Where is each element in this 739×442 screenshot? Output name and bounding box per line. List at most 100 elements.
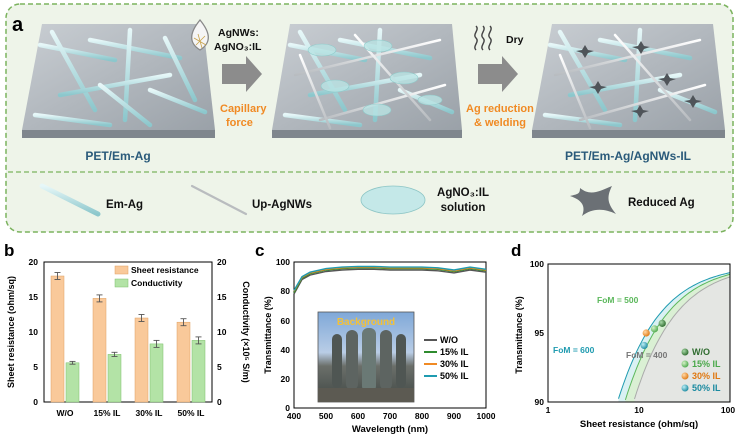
d-legend-0: W/O [692, 347, 710, 357]
b-xtick-2: 30% IL [136, 408, 163, 418]
panel-d-xlabel: Sheet resistance (ohm/sq) [580, 419, 698, 430]
d-legend-swatch-0 [681, 348, 689, 356]
panel-c-xlabel: Wavelength (nm) [352, 424, 428, 435]
d-ytick-2: 100 [530, 259, 544, 269]
panel-d-fom-curves [618, 272, 731, 402]
panel-c: c Transmittance (%) Wavelength (nm) 0 20… [255, 241, 496, 435]
legend-droplet [360, 185, 426, 215]
b-xtick-1: 15% IL [94, 408, 121, 418]
panel-d: d Transmittance (%) Sheet resistance (oh… [511, 241, 735, 430]
panel-d-legend: W/O 15% IL 30% IL 50% IL [681, 347, 721, 393]
panel-b-yticks-right: 0 5 10 15 20 [217, 257, 227, 407]
panel-d-yticks: 90 95 100 [530, 259, 544, 407]
b-ytick-0: 0 [33, 397, 38, 407]
d-legend-1: 15% IL [692, 359, 721, 369]
legend-up-agnws-label: Up-AgNWs [252, 199, 312, 211]
c-xtick-1: 500 [319, 411, 333, 421]
panel-b-ylabel-left: Sheet resistance (ohm/sq) [6, 276, 16, 388]
panel-b-axes [43, 261, 213, 403]
b-xtick-0: W/O [57, 408, 74, 418]
slab-pet-em-ag [22, 24, 215, 138]
c-ytick-0: 0 [285, 403, 290, 413]
panel-d-letter: d [511, 241, 521, 260]
d-ytick-1: 95 [535, 328, 545, 338]
slab-welded [532, 24, 725, 138]
c-ytick-1: 20 [281, 374, 291, 384]
c-ytick-5: 100 [276, 257, 290, 267]
panel-b-bars [50, 272, 206, 403]
b-legend-swatch-sheet [114, 265, 129, 275]
bar-cond-3 [191, 340, 206, 403]
capillary-label-1: Capillary [220, 103, 267, 115]
series-line-3 [293, 265, 487, 291]
d-xtick-0: 1 [546, 405, 551, 415]
panel-d-points [640, 319, 666, 350]
reduced-ag-junctions [576, 41, 702, 118]
bar-cond-2 [149, 343, 164, 403]
panel-a: a [5, 3, 734, 233]
panel-d-axes [547, 263, 731, 403]
legend-em-ag-label: Em-Ag [106, 199, 143, 211]
em-ag-wires [32, 27, 208, 128]
b-legend-cond: Conductivity [131, 278, 183, 288]
arrow-1-icon [222, 56, 262, 92]
bar-sheet-2 [134, 317, 149, 403]
pet-em-ag-agnws-il-label: PET/Em-Ag/AgNWs-IL [565, 149, 691, 163]
fom-curve-400 [634, 276, 731, 400]
legend-agno3-label-2: solution [441, 202, 486, 214]
b-ytick-r-1: 5 [217, 362, 222, 372]
point-0 [658, 319, 666, 327]
panel-c-lines [293, 265, 487, 295]
b-ytick-r-4: 20 [217, 257, 227, 267]
bar-sheet-1 [92, 298, 107, 403]
dry-waves-icon [474, 25, 492, 51]
fom-600-label: FoM = 600 [553, 345, 595, 355]
fom-500-label: FoM = 500 [597, 295, 639, 305]
panel-c-ylabel: Transmittance (%) [263, 296, 273, 374]
agnws-agno3-il-label-1: AgNWs: [218, 27, 259, 39]
point-3 [640, 341, 648, 350]
b-ytick-r-2: 10 [217, 327, 227, 337]
b-legend-swatch-cond [114, 278, 129, 288]
pet-em-ag-label: PET/Em-Ag [85, 149, 150, 163]
series-line-2 [293, 266, 487, 292]
c-ytick-2: 40 [281, 345, 291, 355]
legend-agno3-label-1: AgNO₃:IL [437, 187, 489, 199]
panel-b-xticks: W/O 15% IL 30% IL 50% IL [57, 408, 205, 418]
c-legend-1: 15% IL [440, 347, 469, 357]
point-2 [642, 329, 650, 337]
panel-c-xticks: 400 500 600 700 800 900 1000 [287, 411, 496, 421]
b-ytick-r-0: 0 [217, 397, 222, 407]
bar-cond-0 [65, 362, 80, 403]
panel-b-yticks-left: 0 5 10 15 20 [29, 257, 39, 407]
dry-label: Dry [506, 34, 524, 46]
d-xtick-1: 10 [634, 405, 644, 415]
panel-d-xticks: 1 10 100 [546, 405, 736, 415]
c-xtick-0: 400 [287, 411, 301, 421]
b-ytick-1: 5 [33, 362, 38, 372]
d-xtick-2: 100 [721, 405, 735, 415]
bar-sheet-3 [176, 321, 191, 403]
ag-reduction-label-1: Ag reduction [466, 103, 534, 115]
series-line-0 [293, 268, 487, 295]
slab-capillary [272, 24, 462, 138]
c-ytick-3: 60 [281, 316, 291, 326]
ag-reduction-label-2: & welding [474, 117, 526, 129]
b-legend-sheet: Sheet resistance [131, 265, 199, 275]
panel-c-axes [293, 261, 487, 409]
legend-em-ag-wire [39, 183, 101, 217]
c-xtick-3: 700 [383, 411, 397, 421]
fom-400-label: FoM = 400 [626, 350, 668, 360]
b-ytick-r-3: 15 [217, 292, 227, 302]
capillary-label-2: force [226, 117, 253, 129]
agnws-agno3-il-label-2: AgNO₃:IL [214, 41, 262, 53]
c-legend-0: W/O [440, 335, 458, 345]
c-legend-2: 30% IL [440, 359, 469, 369]
fom-curve-600 [618, 272, 731, 399]
legend-reduced-ag-label: Reduced Ag [628, 197, 695, 209]
flask-icon [191, 18, 209, 51]
panel-d-ylabel: Transmittance (%) [514, 296, 524, 374]
c-xtick-2: 600 [351, 411, 365, 421]
c-xtick-6: 1000 [477, 411, 496, 421]
